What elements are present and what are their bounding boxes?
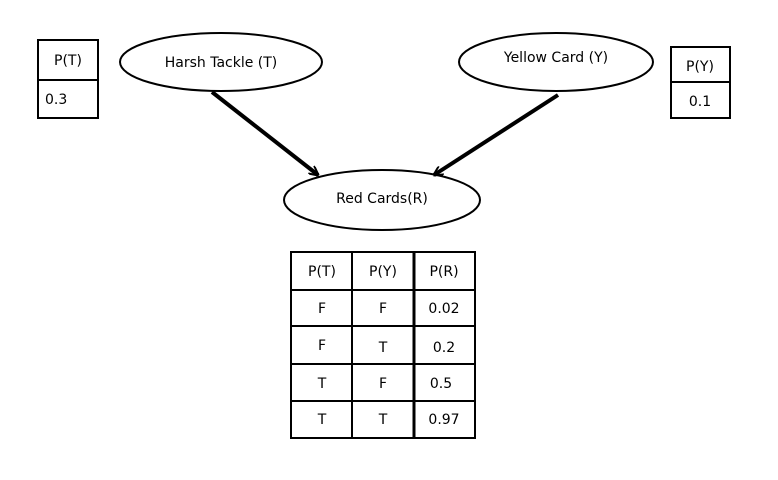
node-red-cards: Red Cards(R) xyxy=(283,169,481,231)
prior-table-y: P(Y) 0.1 xyxy=(670,46,731,119)
cpt-cell-t: T xyxy=(317,376,327,392)
node-yellow-card-label: Yellow Card (Y) xyxy=(503,50,608,66)
node-red-cards-label: Red Cards(R) xyxy=(336,191,428,207)
prior-table-t-header: P(T) xyxy=(54,53,82,69)
cpt-cell-y: F xyxy=(379,376,387,392)
cpt-cell-y: T xyxy=(378,340,388,356)
node-harsh-tackle: Harsh Tackle (T) xyxy=(119,32,323,92)
cpt-cell-t: T xyxy=(317,412,327,428)
cpt-cell-r: 0.97 xyxy=(428,412,459,428)
cpt-table: P(T) P(Y) P(R) F F 0.02 F T 0.2 T F 0.5 … xyxy=(290,251,476,439)
edge-yellow-card-to-red-cards xyxy=(434,93,560,175)
cpt-cell-y: T xyxy=(378,412,388,428)
cpt-header-pt: P(T) xyxy=(308,264,336,280)
cpt-cell-r: 0.5 xyxy=(430,376,452,392)
prior-table-y-header: P(Y) xyxy=(686,59,714,75)
cpt-table-border xyxy=(290,251,476,439)
node-harsh-tackle-ellipse xyxy=(119,32,323,92)
cpt-header-pr: P(R) xyxy=(429,264,458,280)
cpt-cell-r: 0.02 xyxy=(428,301,459,317)
cpt-cell-t: F xyxy=(318,301,326,317)
prior-table-t-value: 0.3 xyxy=(45,92,67,108)
prior-table-t: P(T) 0.3 xyxy=(37,39,99,119)
node-yellow-card: Yellow Card (Y) xyxy=(458,32,654,92)
prior-table-y-value: 0.1 xyxy=(689,94,711,110)
cpt-header-py: P(Y) xyxy=(369,264,397,280)
node-red-cards-ellipse xyxy=(283,169,481,231)
cpt-cell-r: 0.2 xyxy=(433,340,455,356)
cpt-cell-y: F xyxy=(379,301,387,317)
cpt-cell-t: F xyxy=(318,338,326,354)
edge-harsh-tackle-to-red-cards xyxy=(210,90,318,175)
node-harsh-tackle-label: Harsh Tackle (T) xyxy=(165,55,278,71)
node-yellow-card-ellipse xyxy=(458,32,654,92)
